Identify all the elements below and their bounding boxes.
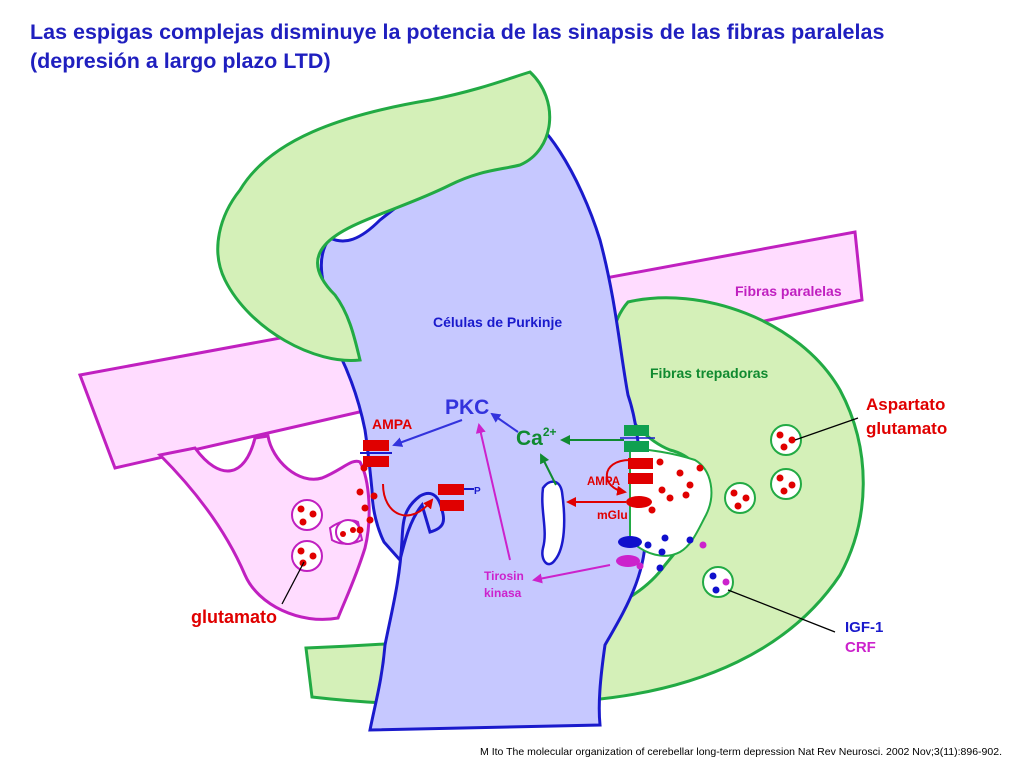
ampa-receptor-right [628,458,653,484]
label-crf: CRF [845,639,876,656]
citation: M Ito The molecular organization of cere… [480,746,1002,758]
label-ampa-right: AMPA [587,476,620,488]
leader-aspartato [794,417,859,441]
title-line-2: (depresión a largo plazo LTD) [30,49,331,73]
label-aspartato-glutamato: glutamato [866,419,947,438]
arrow-ca-up [540,453,557,486]
ampa-receptor-internalized [438,484,474,511]
label-fibras-trepadoras: Fibras trepadoras [650,365,768,381]
climbing-fiber-loop [216,70,552,362]
page-title: Las espigas complejas disminuye la poten… [30,18,990,76]
internalization-arrow [382,483,434,517]
label-fibras-paralelas: Fibras paralelas [735,283,842,299]
arrow-ca-to-pkc [490,412,519,433]
label-mglu: mGlu [597,508,628,522]
climbing-fiber [304,296,865,707]
vesicle-group-right [702,424,802,598]
label-glutamato: glutamato [191,607,277,627]
label-pkc: PKC [445,396,489,419]
label-ca-base: Ca [516,427,543,450]
spine-pocket [541,480,566,566]
label-celulas-purkinje: Células de Purkinje [433,314,562,330]
right-ampa-curve [605,459,631,496]
arrow-pkc-to-ampa [392,419,463,447]
arrow-receptor-to-tirosin [532,564,611,584]
ampa-receptor-left [360,440,392,467]
label-tirosin: Tirosin [484,569,524,583]
label-igf1: IGF-1 [845,619,883,636]
transmitter-dots-right [636,458,707,572]
mglu-receptor [616,496,652,567]
leader-igf1 [727,589,836,633]
vesicle-group-left [291,499,361,572]
arrow-tirosin-to-pkc [475,423,511,561]
leader-glutamato [281,561,305,605]
label-aspartato: Aspartato [866,395,945,414]
label-ca-superscript: 2+ [543,425,557,439]
label-ampa-left: AMPA [372,416,412,432]
parallel-fiber-terminal [156,434,371,621]
label-kinasa: kinasa [484,586,522,600]
label-p: P [474,486,481,497]
green-receptor [620,425,655,452]
title-line-1: Las espigas complejas disminuye la poten… [30,20,885,44]
label-ca: Ca2+ [516,425,557,450]
